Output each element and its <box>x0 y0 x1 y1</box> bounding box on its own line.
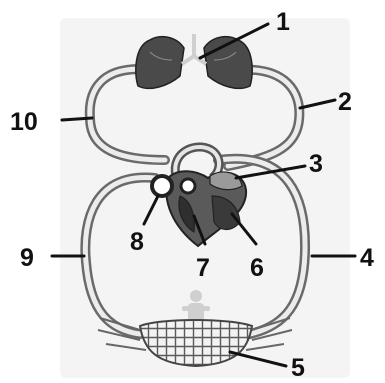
right-atrium <box>152 176 172 196</box>
label-6: 6 <box>250 254 264 282</box>
label-10: 10 <box>10 108 38 136</box>
label-9: 9 <box>20 244 34 272</box>
label-1: 1 <box>276 8 290 36</box>
label-7: 7 <box>196 254 210 282</box>
leader-line-10 <box>62 118 92 120</box>
label-5: 5 <box>291 354 305 382</box>
label-2: 2 <box>338 88 352 116</box>
label-4: 4 <box>360 244 374 272</box>
valve <box>181 179 195 193</box>
label-8: 8 <box>130 228 144 256</box>
label-3: 3 <box>309 150 323 178</box>
